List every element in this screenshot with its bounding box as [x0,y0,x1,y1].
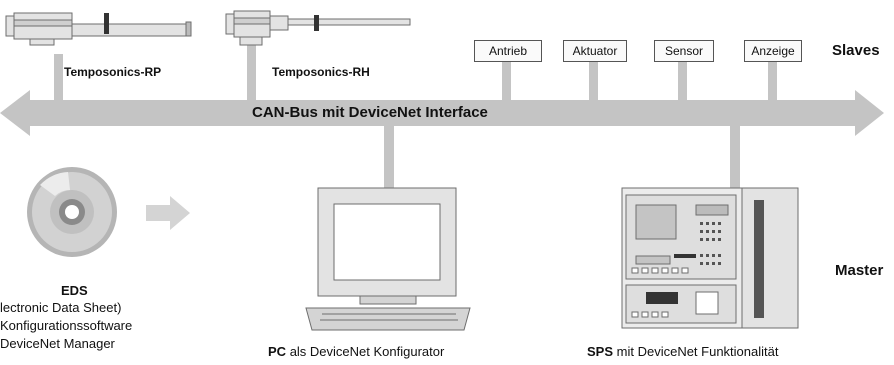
eds-line-3: DeviceNet Manager [0,336,115,351]
eds-line-2: Konfigurationssoftware [0,318,133,333]
sps-caption: SPS mit DeviceNet Funktionalität [587,344,778,359]
device-box-antrieb: Antrieb [474,40,542,62]
temposonics-rp-sensor [5,12,192,46]
eds-line-1: lectronic Data Sheet) [0,300,122,315]
bus-label: CAN-Bus mit DeviceNet Interface [252,104,488,121]
pc-icon [305,187,471,331]
pc-caption: PC als DeviceNet Konfigurator [268,344,444,359]
sensor-label-rh: Temposonics-RH [272,65,370,79]
sps-caption-bold: SPS [587,344,614,359]
eds-title: EDS [61,283,88,298]
pc-caption-bold: PC [268,344,287,359]
arrow-right-icon [146,196,190,230]
group-label-slaves: Slaves [832,42,880,59]
cd-icon [27,167,117,257]
device-box-anzeige: Anzeige [744,40,802,62]
sensor-label-rp: Temposonics-RP [64,65,162,79]
device-box-aktuator: Aktuator [563,40,627,62]
group-label-master: Master [835,262,884,279]
bus-stubs [54,45,777,188]
temposonics-rh-sensor [225,10,411,46]
pc-caption-text: als DeviceNet Konfigurator [289,344,445,359]
sps-controller-icon [621,187,799,329]
can-bus-arrow [0,90,884,136]
device-box-sensor: Sensor [654,40,714,62]
sps-caption-text: mit DeviceNet Funktionalität [616,344,779,359]
